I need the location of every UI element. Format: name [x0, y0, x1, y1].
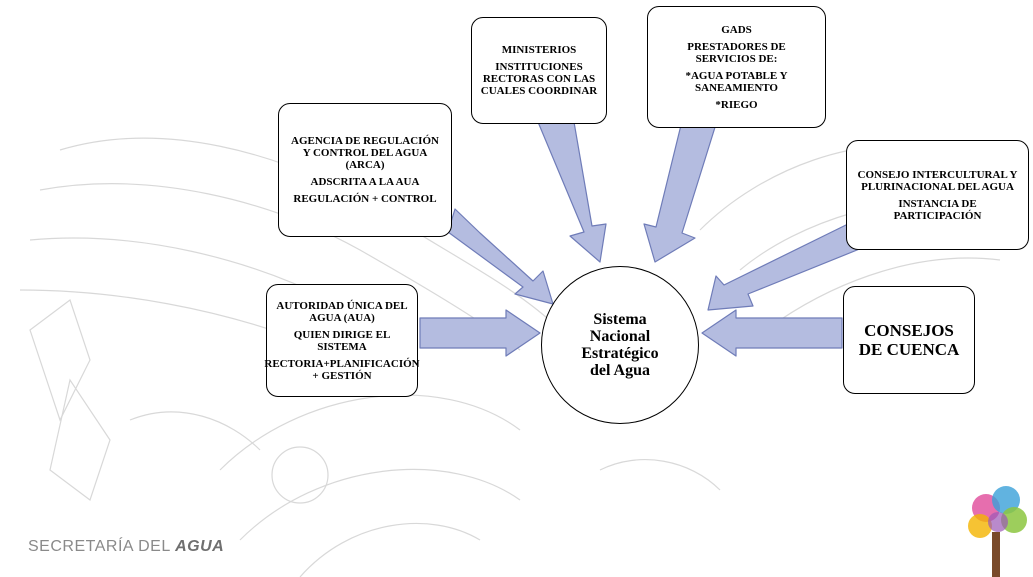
arrow-intercultural-to-center [707, 223, 863, 311]
arrow-ministerios-to-center [537, 121, 607, 263]
arrow-gads-to-center [643, 120, 717, 263]
arrow-arca-to-center [447, 208, 554, 305]
box-ministerios: MINISTERIOS INSTITUCIONES RECTORAS CON L… [471, 17, 607, 124]
footer-brand: SECRETARÍA DEL AGUA [28, 538, 225, 555]
box-consejos-cuenca: CONSEJOS DE CUENCA [843, 286, 975, 394]
box-gads: GADS PRESTADORES DE SERVICIOS DE: *AGUA … [647, 6, 826, 128]
arrow-aua-to-center [419, 309, 541, 357]
box-arca: AGENCIA DE REGULACIÓN Y CONTROL DEL AGUA… [278, 103, 452, 237]
box-aua: AUTORIDAD ÚNICA DEL AGUA (AUA) QUIEN DIR… [264, 284, 420, 397]
tree-logo-icon [968, 486, 1027, 577]
box-consejo-intercultural: CONSEJO INTERCULTURAL Y PLURINACIONAL DE… [846, 140, 1029, 250]
arrow-cuenca-to-center [701, 309, 843, 357]
center-node: Sistema Nacional Estratégico del Agua [541, 266, 699, 424]
